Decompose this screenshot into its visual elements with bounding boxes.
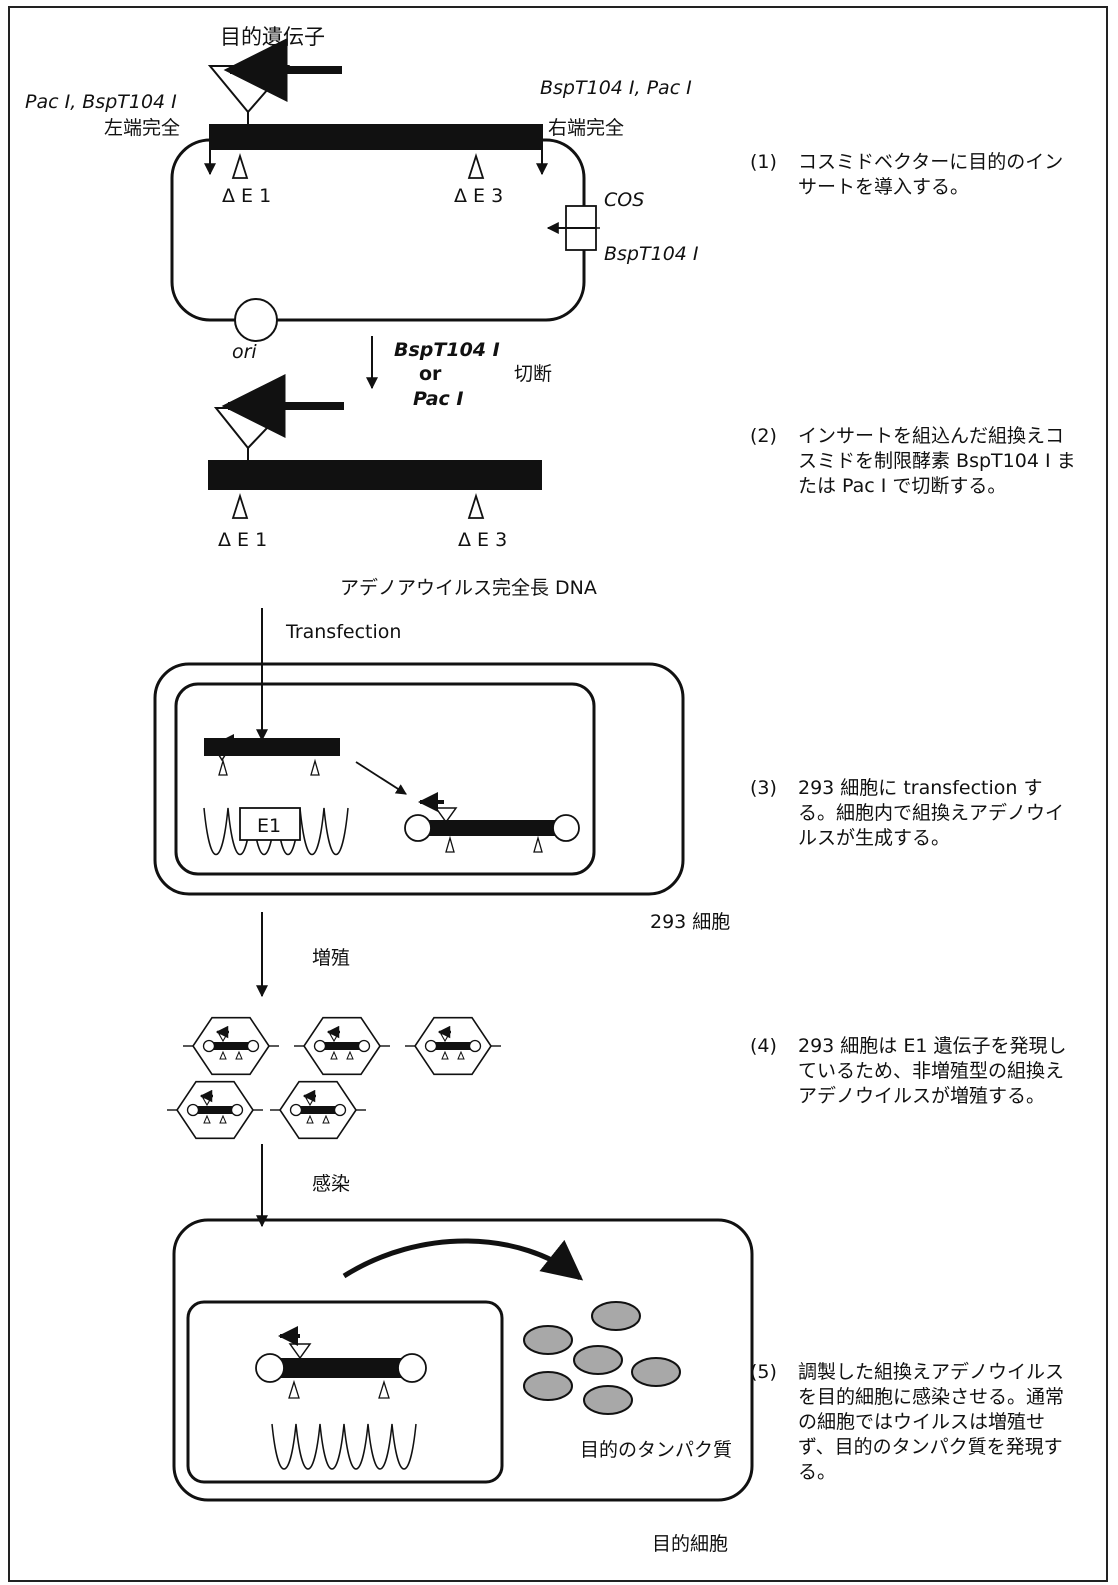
cosmid-vector: 目的遺伝子 Pac I, BspT104 I 左端完全 BspT104 I, P… (25, 25, 699, 363)
protein-blob (523, 1371, 573, 1401)
step-number: (2) (750, 425, 777, 447)
proliferation-label: 増殖 (312, 947, 350, 969)
step-text: 調製した組換えアデノウイルスを目的細胞に感染させる。通常の細胞ではウイルスは増殖… (798, 1361, 1065, 1483)
step-text: コスミドベクターに目的のインサートを導入する。 (798, 151, 1064, 198)
cut-label: 切断 (514, 363, 552, 385)
virion-particle (405, 1016, 501, 1076)
target-protein-label: 目的のタンパク質 (580, 1439, 732, 1461)
step-number: (1) (750, 151, 777, 173)
virion-particle (167, 1080, 263, 1140)
protein-blob (523, 1325, 573, 1355)
virion-particle (294, 1016, 390, 1076)
expression-arrow (342, 1238, 584, 1281)
cell-293-outer (153, 662, 685, 896)
delta-e3-label-2: Δ E 3 (458, 529, 507, 551)
virion-particle (270, 1080, 366, 1140)
protein-group (523, 1301, 681, 1415)
step-number: (4) (750, 1035, 777, 1057)
step-number: (5) (750, 1361, 777, 1383)
target-cell-outer (172, 1218, 754, 1502)
full-length-bar (208, 460, 542, 490)
transfection-label: Transfection (285, 621, 401, 643)
target-cell-label: 目的細胞 (652, 1533, 728, 1555)
infection-label: 感染 (312, 1173, 350, 1195)
enzyme-pac-label: Pac I (413, 388, 463, 410)
protein-blob (631, 1357, 681, 1387)
delta-e1-marker (231, 153, 249, 179)
e1-box (239, 807, 301, 841)
full-length-dna-label: アデノアウイルス完全長 DNA (340, 577, 597, 599)
step-text: 293 細胞は E1 遺伝子を発現しているため、非増殖型の組換えアデノウイルスが… (798, 1035, 1067, 1107)
virion-particle (183, 1016, 279, 1076)
cell-293-nucleus (174, 682, 596, 876)
bsp-site-label: BspT104 I (604, 243, 699, 265)
protein-blob (583, 1385, 633, 1415)
cosmid-ring (170, 138, 586, 322)
left-end-label: 左端完全 (104, 117, 180, 139)
left-site-label: Pac I, BspT104 I (25, 91, 177, 113)
linear-dna: Δ E 1 Δ E 3 アデノアウイルス完全長 DNA (208, 374, 597, 599)
step-text: 293 細胞に transfection する。細胞内で組換えアデノウイルスが生… (798, 777, 1065, 849)
protein-blob (591, 1301, 641, 1331)
gene-of-interest-label: 目的遺伝子 (220, 25, 325, 49)
delta-e3-marker (467, 153, 485, 179)
e1-label: E1 (257, 815, 281, 837)
right-site-label: BspT104 I, Pac I (540, 77, 692, 99)
cells-293-label: 293 細胞 (650, 911, 730, 933)
enzyme-or-label: or (419, 363, 442, 385)
ori-label: ori (232, 341, 257, 363)
target-cell-nucleus (186, 1300, 504, 1484)
protein-blob (573, 1345, 623, 1375)
diagram-frame (8, 6, 1108, 1582)
virion-group (167, 1016, 501, 1140)
enzyme-bsp-label: BspT104 I (394, 339, 500, 361)
adenovirus-genome-bar (210, 124, 542, 150)
target-cell: 目的のタンパク質 (172, 1218, 754, 1502)
cell-293: E1 (153, 662, 685, 896)
right-end-label: 右端完全 (548, 117, 624, 139)
step-text: インサートを組込んだ組換えコスミドを制限酵素 BspT104 I または Pac… (798, 425, 1076, 497)
delta-e3-label: Δ E 3 (454, 185, 503, 207)
delta-e1-label: Δ E 1 (222, 185, 271, 207)
delta-e1-label-2: Δ E 1 (218, 529, 267, 551)
cos-label: COS (604, 189, 644, 211)
ori-circle (234, 298, 278, 342)
step-number: (3) (750, 777, 777, 799)
